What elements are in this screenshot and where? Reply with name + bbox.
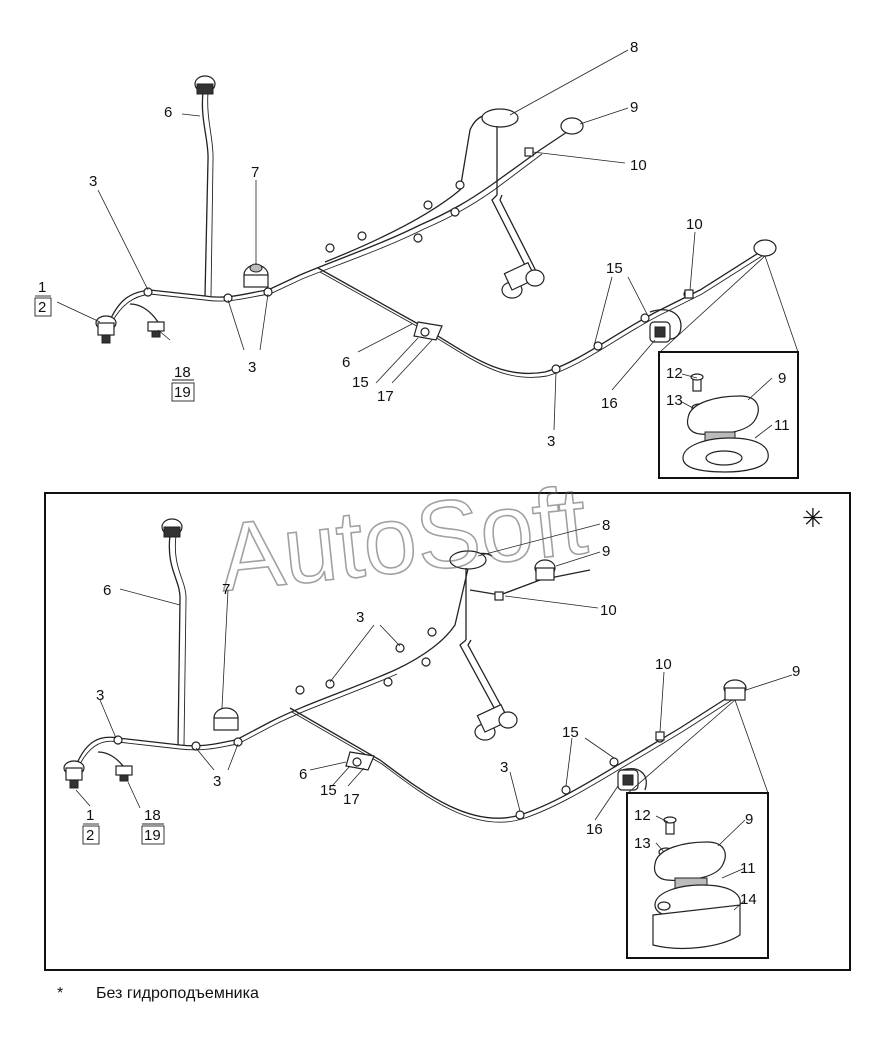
label-3: 3 bbox=[213, 773, 221, 790]
label-3: 3 bbox=[89, 173, 97, 190]
leader-lines-top bbox=[56, 49, 773, 439]
lower-harness-wire bbox=[317, 251, 761, 375]
label-7: 7 bbox=[222, 581, 230, 598]
label-1: 1 bbox=[86, 807, 94, 824]
label-3: 3 bbox=[547, 433, 555, 450]
label-9: 9 bbox=[630, 99, 638, 116]
label-15: 15 bbox=[606, 260, 623, 277]
label-6: 6 bbox=[103, 582, 111, 599]
label-19: 19 bbox=[144, 827, 161, 844]
float-cylinder bbox=[501, 261, 545, 299]
footnote-mark: * bbox=[57, 985, 64, 1002]
sender-7-bottom bbox=[213, 707, 239, 731]
bracket-17-bottom bbox=[345, 751, 375, 771]
label-16: 16 bbox=[586, 821, 603, 838]
label-8: 8 bbox=[630, 39, 638, 56]
label-10: 10 bbox=[686, 216, 703, 233]
fuel-level-sender-8-bottom bbox=[449, 550, 518, 741]
sensor-18 bbox=[147, 321, 165, 338]
fuel-level-sender-8 bbox=[481, 108, 545, 299]
label-18: 18 bbox=[174, 364, 191, 381]
bracket-17 bbox=[413, 321, 443, 341]
sensor-1 bbox=[95, 315, 117, 344]
label-13: 13 bbox=[634, 835, 651, 852]
label-19: 19 bbox=[174, 384, 191, 401]
label-13: 13 bbox=[666, 392, 683, 409]
sensor-9 bbox=[560, 117, 777, 257]
label-14: 14 bbox=[740, 891, 757, 908]
label-8: 8 bbox=[602, 517, 610, 534]
label-10: 10 bbox=[630, 157, 647, 174]
label-3: 3 bbox=[500, 759, 508, 776]
label-17: 17 bbox=[343, 791, 360, 808]
detail-box-top bbox=[658, 351, 799, 479]
label-6: 6 bbox=[164, 104, 172, 121]
label-6: 6 bbox=[299, 766, 307, 783]
label-2: 2 bbox=[38, 299, 46, 316]
detail-box-bottom bbox=[626, 792, 769, 959]
label-11: 11 bbox=[740, 860, 756, 877]
label-9: 9 bbox=[745, 811, 753, 828]
detail-sensor-mount-top bbox=[682, 373, 769, 473]
label-3: 3 bbox=[356, 609, 364, 626]
sensor-18-bottom bbox=[115, 765, 133, 782]
label-12: 12 bbox=[634, 807, 651, 824]
connector-16-bottom bbox=[617, 769, 639, 791]
connector-6-bottom bbox=[161, 518, 183, 538]
sensor-1-bottom bbox=[63, 760, 85, 789]
label-12: 12 bbox=[666, 365, 683, 382]
label-3: 3 bbox=[248, 359, 256, 376]
label-11: 11 bbox=[774, 417, 790, 434]
label-10: 10 bbox=[655, 656, 672, 673]
label-2: 2 bbox=[86, 827, 94, 844]
label-7: 7 bbox=[251, 164, 259, 181]
label-3: 3 bbox=[96, 687, 104, 704]
sensor-9-bottom bbox=[534, 559, 747, 701]
label-18: 18 bbox=[144, 807, 161, 824]
connector-16 bbox=[649, 321, 671, 343]
wire-to-connector-6 bbox=[201, 91, 209, 297]
label-9: 9 bbox=[602, 543, 610, 560]
label-9: 9 bbox=[792, 663, 800, 680]
connector-6 bbox=[194, 75, 216, 95]
label-15: 15 bbox=[352, 374, 369, 391]
leader-lines-bottom bbox=[75, 523, 793, 911]
harness-variant-top bbox=[56, 49, 799, 479]
label-6: 6 bbox=[342, 354, 350, 371]
label-15: 15 bbox=[562, 724, 579, 741]
watermark-autosoft: AutoSoft bbox=[214, 467, 591, 612]
label-10: 10 bbox=[600, 602, 617, 619]
variant-marker: ✳ bbox=[802, 503, 824, 533]
label-1: 1 bbox=[38, 279, 46, 296]
label-17: 17 bbox=[377, 388, 394, 405]
sender-7 bbox=[243, 263, 269, 288]
label-15: 15 bbox=[320, 782, 337, 799]
harness-variant-bottom bbox=[63, 518, 793, 959]
label-9: 9 bbox=[778, 370, 786, 387]
main-harness-wire bbox=[107, 129, 571, 326]
label-16: 16 bbox=[601, 395, 618, 412]
callout-labels: 1 2 6 3 7 3 18 19 8 9 10 10 15 6 15 17 1… bbox=[34, 39, 824, 908]
variant-frame-without-hydraulic-lift bbox=[44, 492, 851, 971]
footnote-text: Без гидроподъемника bbox=[96, 985, 259, 1002]
